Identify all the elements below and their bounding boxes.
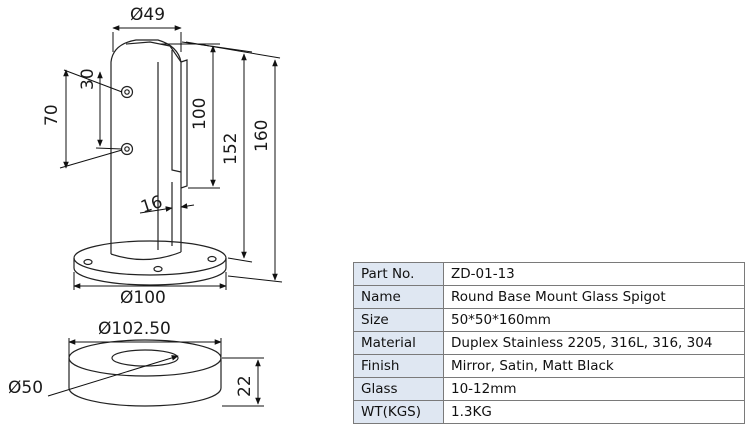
dim-base-diameter: Ø100 — [120, 288, 166, 308]
spec-row: WT(KGS)1.3KG — [353, 400, 745, 424]
base-plate — [73, 240, 227, 286]
spec-value: Mirror, Satin, Matt Black — [443, 354, 745, 378]
spec-label: Size — [353, 308, 444, 332]
dim-cover-height: 22 — [235, 375, 255, 397]
spec-row: Part No.ZD-01-13 — [353, 262, 745, 286]
cover-cap — [68, 339, 222, 407]
spec-label: Material — [353, 331, 444, 355]
screw-bottom — [120, 142, 134, 156]
spec-value: 50*50*160mm — [443, 308, 745, 332]
dim-cover-diameter: Ø102.50 — [98, 319, 171, 339]
screw-top — [120, 85, 134, 99]
spec-label: Part No. — [353, 262, 444, 286]
spec-value: 1.3KG — [443, 400, 745, 424]
dim-clamp-height: 100 — [190, 98, 210, 130]
spec-value: Round Base Mount Glass Spigot — [443, 285, 745, 309]
dim-height-above-cover: 152 — [221, 133, 241, 165]
dim-cover-hole: Ø50 — [8, 378, 43, 398]
spec-value: ZD-01-13 — [443, 262, 745, 286]
dim-spigot-width: Ø49 — [130, 5, 165, 25]
spec-label: WT(KGS) — [353, 400, 444, 424]
spec-label: Glass — [353, 377, 444, 401]
dim-total-height: 160 — [252, 120, 272, 152]
dim-hole-spacing: 30 — [78, 68, 98, 90]
spec-label: Name — [353, 285, 444, 309]
spec-label: Finish — [353, 354, 444, 378]
dim-hole-to-bottom: 70 — [42, 104, 62, 126]
spec-value: 10-12mm — [443, 377, 745, 401]
dim-glass-gap: 16 — [138, 192, 165, 218]
spigot-body — [110, 39, 188, 261]
spec-value: Duplex Stainless 2205, 316L, 316, 304 — [443, 331, 745, 355]
